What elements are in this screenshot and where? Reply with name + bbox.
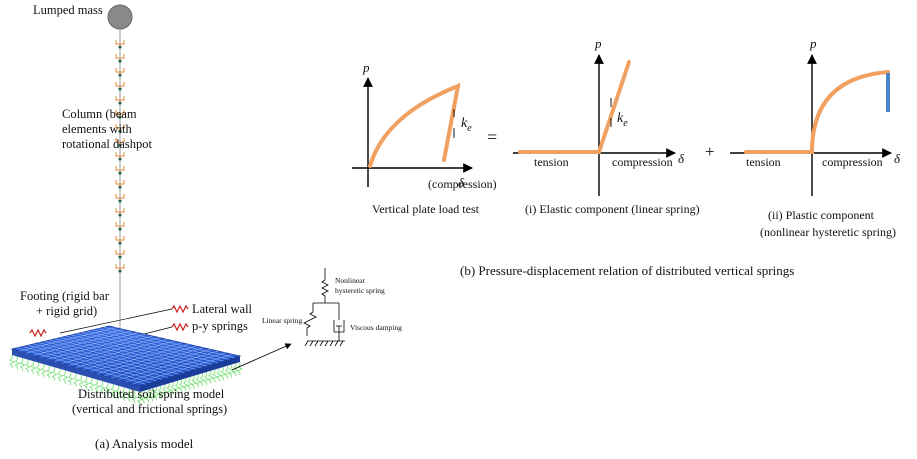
tension-label: tension xyxy=(534,155,569,169)
analysis-model: Lumped mass Column (beam elements with r… xyxy=(9,3,292,451)
lateral-label-2: p-y springs xyxy=(192,319,248,333)
nonlinear-spring-icon xyxy=(321,279,329,303)
compression-paren-label: (compression) xyxy=(428,177,497,191)
nonlinear-label-2: hysteretic spring xyxy=(335,286,385,295)
p-axis-label: p xyxy=(594,36,602,51)
analysis-caption: (a) Analysis model xyxy=(95,436,194,451)
linear-spring-icon xyxy=(303,311,317,336)
lateral-spring-icon xyxy=(171,322,189,332)
delta-axis-label: δ xyxy=(678,151,685,166)
lateral-spring-icon xyxy=(171,304,189,314)
elastic-plot: p δ tension compression ke (i) Elastic c… xyxy=(513,36,700,216)
p-axis-label: p xyxy=(809,36,817,51)
equals-sign: = xyxy=(487,127,497,147)
relation-caption: (b) Pressure-displacement relation of di… xyxy=(460,263,794,278)
spring-detail: Nonlinear hysteretic spring Linear sprin… xyxy=(262,268,402,347)
footing-label-1: Footing (rigid bar xyxy=(20,289,110,303)
plus-sign: + xyxy=(705,142,715,161)
delta-axis-label: δ xyxy=(458,175,465,190)
compression-label: compression xyxy=(612,155,673,169)
tension-label: tension xyxy=(746,155,781,169)
plate-test-caption: Vertical plate load test xyxy=(372,202,480,216)
lateral-label-1: Lateral wall xyxy=(192,302,253,316)
lumped-mass-label: Lumped mass xyxy=(33,3,103,17)
viscous-label: Viscous damping xyxy=(350,323,402,332)
plate-load-curve xyxy=(368,82,461,168)
soil-label-2: (vertical and frictional springs) xyxy=(72,402,227,416)
elastic-caption: (i) Elastic component (linear spring) xyxy=(525,202,700,216)
plastic-plot: p δ tension compression (ii) Plastic com… xyxy=(730,36,901,239)
footing-grid-icon xyxy=(9,325,244,405)
nonlinear-label-1: Nonlinear xyxy=(335,276,365,285)
column-label-1: Column (beam xyxy=(62,107,137,121)
delta-axis-label: δ xyxy=(894,151,901,166)
column-icon xyxy=(115,29,125,335)
footing-label-2: + rigid grid) xyxy=(36,304,97,318)
soil-label-1: Distributed soil spring model xyxy=(78,387,225,401)
plastic-curve xyxy=(744,70,890,154)
lateral-spring-icon xyxy=(29,328,47,338)
compression-label: compression xyxy=(822,155,883,169)
plate-load-plot: p δ (compression) ke Vertical plate load… xyxy=(352,60,497,216)
column-label-3: rotational dashpot xyxy=(62,137,152,151)
ke-label-1: ke xyxy=(461,116,472,134)
ke-label-2: ke xyxy=(617,111,628,129)
plastic-caption-2: (nonlinear hysteretic spring) xyxy=(760,225,896,239)
plastic-caption-1: (ii) Plastic component xyxy=(768,208,875,222)
linear-spring-label: Linear spring xyxy=(262,316,302,325)
p-axis-label: p xyxy=(362,60,370,75)
elastic-curve xyxy=(518,60,631,154)
column-label-2: elements with xyxy=(62,122,133,136)
lumped-mass-icon xyxy=(107,4,133,30)
dashpot-icon xyxy=(333,320,345,341)
